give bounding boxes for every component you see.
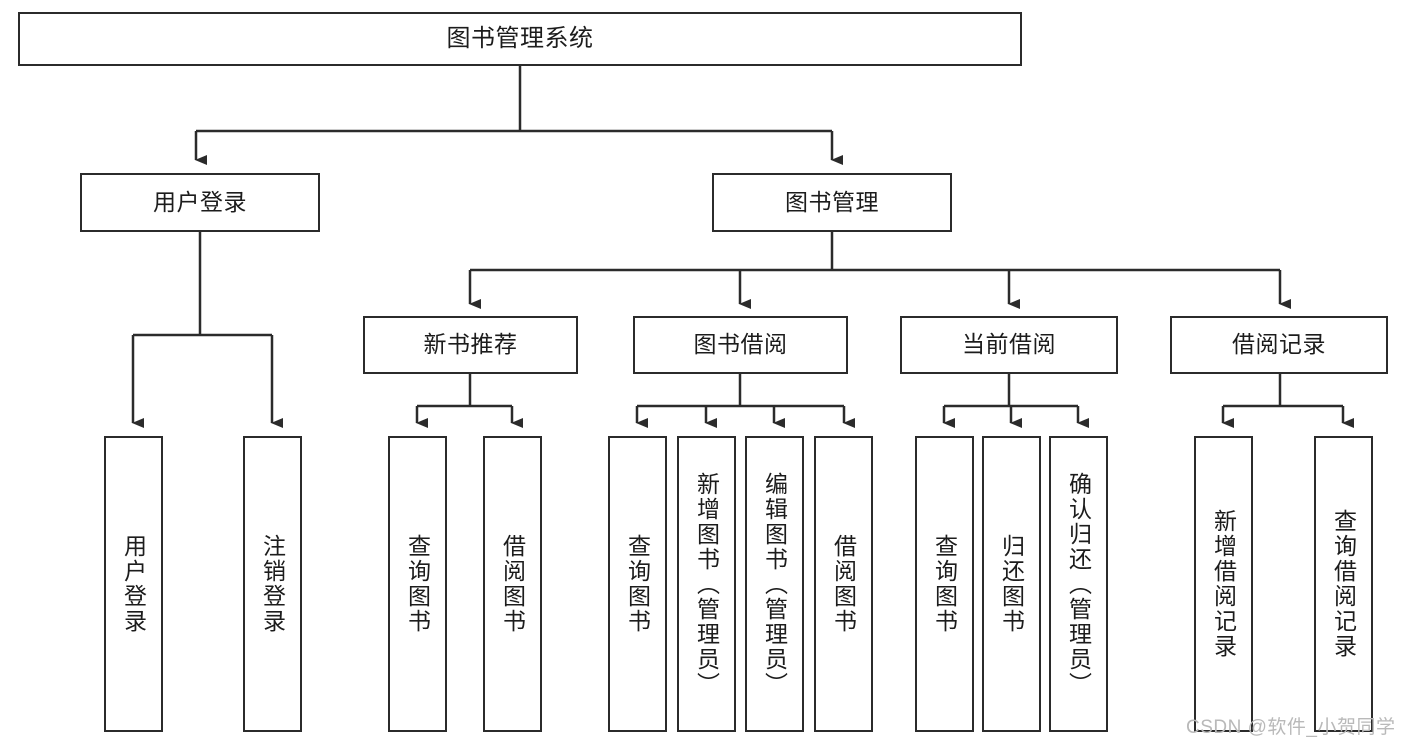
leaf-query-borrow-record-label: 查询借阅记录 [1330, 509, 1357, 659]
leaf-return-book-label: 归还图书 [998, 534, 1025, 634]
leaf-add-book-admin[interactable]: 新增图书（管理员） [677, 436, 736, 732]
leaf-edit-book-admin-label: 编辑图书（管理员） [761, 471, 788, 697]
node-current-borrow[interactable]: 当前借阅 [900, 316, 1118, 374]
node-current-borrow-label: 当前借阅 [962, 331, 1056, 358]
leaf-query-book-borrow[interactable]: 查询图书 [608, 436, 667, 732]
node-borrow-record-label: 借阅记录 [1232, 331, 1326, 358]
leaf-logout-label: 注销登录 [259, 534, 286, 634]
node-root-label: 图书管理系统 [446, 24, 594, 52]
leaf-return-book[interactable]: 归还图书 [982, 436, 1041, 732]
leaf-add-borrow-record[interactable]: 新增借阅记录 [1194, 436, 1253, 732]
node-user-login[interactable]: 用户登录 [80, 173, 320, 232]
node-new-book-recommend-label: 新书推荐 [423, 331, 518, 358]
node-book-borrow-label: 图书借阅 [693, 331, 788, 358]
leaf-confirm-return-admin[interactable]: 确认归还（管理员） [1049, 436, 1108, 732]
leaf-borrow-book-recommend-label: 借阅图书 [499, 534, 526, 634]
leaf-query-book-recommend[interactable]: 查询图书 [388, 436, 447, 732]
leaf-query-borrow-record[interactable]: 查询借阅记录 [1314, 436, 1373, 732]
leaf-query-book-current-label: 查询图书 [931, 534, 958, 634]
node-new-book-recommend[interactable]: 新书推荐 [363, 316, 578, 374]
node-borrow-record[interactable]: 借阅记录 [1170, 316, 1388, 374]
node-book-management[interactable]: 图书管理 [712, 173, 952, 232]
leaf-user-login[interactable]: 用户登录 [104, 436, 163, 732]
leaf-borrow-book[interactable]: 借阅图书 [814, 436, 873, 732]
node-book-management-label: 图书管理 [785, 188, 879, 215]
leaf-confirm-return-admin-label: 确认归还（管理员） [1065, 471, 1092, 697]
leaf-add-borrow-record-label: 新增借阅记录 [1210, 509, 1237, 659]
leaf-logout[interactable]: 注销登录 [243, 436, 302, 732]
leaf-user-login-label: 用户登录 [120, 534, 147, 634]
leaf-borrow-book-label: 借阅图书 [830, 534, 857, 634]
leaf-query-book-current[interactable]: 查询图书 [915, 436, 974, 732]
node-root[interactable]: 图书管理系统 [18, 12, 1022, 66]
leaf-add-book-admin-label: 新增图书（管理员） [693, 471, 720, 697]
leaf-edit-book-admin[interactable]: 编辑图书（管理员） [745, 436, 804, 732]
node-book-borrow[interactable]: 图书借阅 [633, 316, 848, 374]
leaf-query-book-recommend-label: 查询图书 [404, 534, 431, 634]
leaf-query-book-borrow-label: 查询图书 [624, 534, 651, 634]
leaf-borrow-book-recommend[interactable]: 借阅图书 [483, 436, 542, 732]
node-user-login-label: 用户登录 [153, 188, 247, 215]
